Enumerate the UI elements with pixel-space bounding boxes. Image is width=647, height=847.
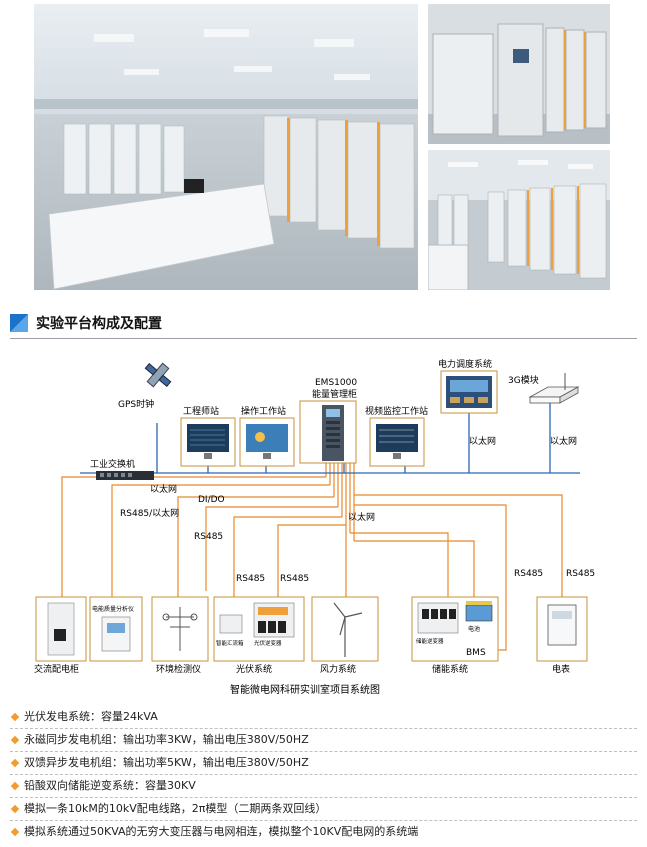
ethernet-label-dispatch: 以太网 — [469, 435, 496, 447]
lab-photo-cabinets — [428, 4, 610, 144]
spec-item: 永磁同步发电机组：输出功率3KW，输出电压380V/50HZ — [10, 729, 637, 752]
satellite-icon — [144, 362, 172, 388]
rs485-label-pv1: RS485 — [236, 574, 265, 584]
spec-list: 光伏发电系统：容量24kVA 永磁同步发电机组：输出功率3KW，输出电压380V… — [10, 706, 637, 843]
module-3g-label: 3G模块 — [508, 374, 539, 386]
section-header: 实验平台构成及配置 — [10, 312, 637, 334]
engineer-label: 工程师站 — [183, 405, 219, 417]
orange-wiring — [61, 463, 563, 651]
rs485-eth-label: RS485/以太网 — [120, 507, 179, 519]
rs485-label-pv2: RS485 — [280, 574, 309, 584]
pq-analyzer-label: 电能质量分析仪 — [92, 605, 134, 613]
spec-item: 模拟系统通过50KVA的无穷大变压器与电网相连，模拟整个10KV配电网的系统端 — [10, 821, 637, 843]
spec-item: 双馈异步发电机组：输出功率5KW，输出电压380V/50HZ — [10, 752, 637, 775]
operator-station: 操作工作站 — [239, 405, 295, 467]
pv-combiner-label: 智能汇流箱 — [216, 639, 244, 647]
pv-inverter-label: 光伏逆变器 — [254, 639, 282, 647]
bullet-icon — [10, 735, 20, 745]
section-square-icon — [10, 314, 28, 332]
section-title: 实验平台构成及配置 — [36, 316, 162, 332]
section-divider — [10, 338, 637, 339]
storage-inverter-label: 储能逆变器 — [416, 637, 444, 645]
dispatch-system: 电力调度系统 — [438, 358, 498, 414]
env-label: 环境检测仪 — [156, 663, 201, 675]
meter-label: 电表 — [552, 663, 570, 675]
env-monitor: 环境检测仪 — [151, 596, 209, 675]
bullet-icon — [10, 804, 20, 814]
spec-item: 铅酸双向储能逆变系统：容量30KV — [10, 775, 637, 798]
gps-clock: GPS时钟 — [118, 362, 172, 410]
ems-cabinet: EMS1000 能量管理柜 — [299, 378, 357, 464]
video-station: 视频监控工作站 — [365, 405, 428, 467]
lab-photo-main — [34, 4, 418, 290]
ethernet-label-3g: 以太网 — [550, 435, 577, 447]
wind-system-label: 风力系统 — [320, 663, 356, 675]
bullet-icon — [10, 712, 20, 722]
dido-label: DI/DO — [198, 495, 225, 505]
engineer-station: 工程师站 — [180, 405, 236, 467]
video-label: 视频监控工作站 — [365, 405, 428, 417]
spec-item: 模拟一条10kM的10kV配电线路，2π模型（二期两条双回线） — [10, 798, 637, 821]
module-3g: 3G模块 — [508, 373, 580, 404]
pq-analyzer: 电能质量分析仪 — [89, 596, 143, 662]
wind-system: 风力系统 — [311, 596, 379, 675]
diagram-caption: 智能微电网科研实训室项目系统图 — [230, 683, 380, 696]
bullet-icon — [10, 781, 20, 791]
ems-name-label: 能量管理柜 — [312, 388, 357, 400]
system-diagram: GPS时钟 工程师站 操作工作站 EMS1000 能量管理柜 视频监控工作站 电… — [10, 345, 637, 705]
bms-label: BMS — [466, 648, 486, 658]
electric-meter: 电表 — [536, 596, 588, 675]
ems-model-label: EMS1000 — [315, 378, 357, 388]
operator-label: 操作工作站 — [241, 405, 286, 417]
industrial-switch: 工业交换机 — [90, 458, 154, 480]
storage-system-label: 储能系统 — [432, 663, 468, 675]
bullet-icon — [10, 827, 20, 837]
switch-label: 工业交换机 — [90, 458, 135, 470]
bullet-icon — [10, 758, 20, 768]
router-icon — [528, 373, 580, 404]
rs485-label-meter: RS485 — [566, 569, 595, 579]
battery-label: 电池 — [468, 625, 480, 633]
ethernet-label-main: 以太网 — [150, 483, 177, 495]
dispatch-label: 电力调度系统 — [438, 358, 492, 370]
ethernet-label-storage: 以太网 — [348, 511, 375, 523]
lab-photo-row — [428, 150, 610, 290]
pv-system: 智能汇流箱 光伏逆变器 光伏系统 — [213, 596, 305, 675]
ac-cabinet: 交流配电柜 — [34, 596, 87, 675]
storage-system: 储能逆变器 电池 BMS 储能系统 — [411, 596, 499, 675]
spec-item: 光伏发电系统：容量24kVA — [10, 706, 637, 729]
ac-cabinet-label: 交流配电柜 — [34, 663, 79, 675]
rs485-label-env: RS485 — [194, 532, 223, 542]
pv-system-label: 光伏系统 — [236, 663, 272, 675]
wind-turbine-icon — [333, 602, 363, 657]
rs485-label-bms: RS485 — [514, 569, 543, 579]
gps-label: GPS时钟 — [118, 398, 154, 410]
